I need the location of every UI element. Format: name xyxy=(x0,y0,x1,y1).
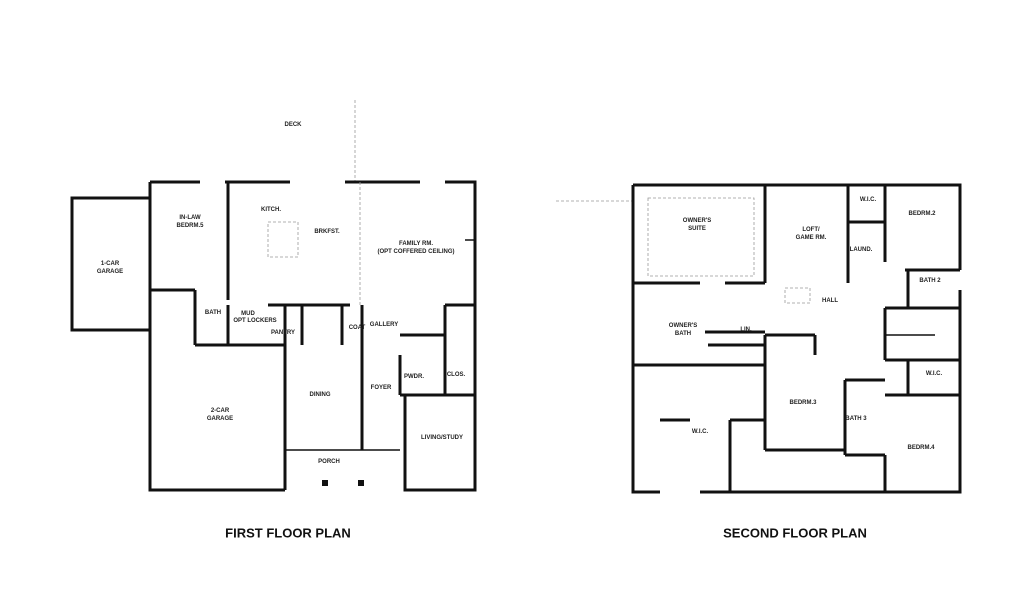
room-label-bedroom3: BEDRM.3 xyxy=(789,400,817,406)
room-label-bath2: BATH 2 xyxy=(919,278,941,284)
room-label-wic-bedroom4: W.I.C. xyxy=(925,371,943,377)
room-label-porch: PORCH xyxy=(318,459,340,465)
room-label-breakfast: BRKFST. xyxy=(314,229,340,235)
first-floor-title: FIRST FLOOR PLAN xyxy=(225,525,351,541)
second-floor-walls xyxy=(556,183,962,494)
room-label-kitchen: KITCH. xyxy=(261,207,281,213)
room-label-owners-bath: OWNER'S xyxy=(668,323,698,329)
room-label-owners-suite-2: SUITE xyxy=(688,226,706,232)
room-label-owners-bath-2: BATH xyxy=(674,331,692,337)
room-label-pantry: PANTRY xyxy=(271,330,295,336)
room-label-gallery: GALLERY xyxy=(369,322,399,328)
room-label-2-car-garage-2: GARAGE xyxy=(206,416,234,422)
room-label-foyer: FOYER xyxy=(370,385,392,391)
room-label-owners-suite: OWNER'S xyxy=(682,218,712,224)
room-label-game-room: GAME RM. xyxy=(795,235,827,241)
room-label-linen: LIN. xyxy=(740,327,752,333)
room-label-inlaw: IN-LAW xyxy=(179,215,201,221)
room-label-wic-bedroom2: W.I.C. xyxy=(859,197,877,203)
room-label-hall: HALL xyxy=(822,298,838,304)
room-label-closet: CLOS. xyxy=(446,372,466,378)
room-label-mud: MUD xyxy=(241,311,255,317)
room-label-laundry: LAUND. xyxy=(849,247,873,253)
room-label-1-car-garage: 1-CAR xyxy=(100,261,120,267)
room-label-coat: COAT xyxy=(348,325,366,331)
room-label-2-car-garage: 2-CAR xyxy=(210,408,230,414)
room-label-family: FAMILY RM. xyxy=(398,241,434,247)
room-label-bath: BATH xyxy=(204,310,222,316)
room-label-family-note: (OPT COFFERED CEILING) xyxy=(377,249,455,255)
room-label-loft: LOFT/ xyxy=(802,227,820,233)
room-label-bedroom5: BEDRM.5 xyxy=(176,223,204,229)
room-label-wic-owner: W.I.C. xyxy=(691,429,709,435)
room-label-deck: DECK xyxy=(284,122,302,128)
room-label-dining: DINING xyxy=(309,392,331,398)
room-label-1-car-garage-2: GARAGE xyxy=(96,269,124,275)
first-floor-walls xyxy=(70,100,477,492)
room-label-bedroom4: BEDRM.4 xyxy=(907,445,935,451)
room-label-living-study: LIVING/STUDY xyxy=(420,435,464,441)
second-floor-title: SECOND FLOOR PLAN xyxy=(723,525,867,541)
room-label-bedroom2: BEDRM.2 xyxy=(908,211,936,217)
room-label-bath3: BATH 3 xyxy=(845,416,867,422)
room-label-powder: PWDR. xyxy=(404,374,424,380)
room-label-lockers: OPT LOCKERS xyxy=(233,318,277,324)
